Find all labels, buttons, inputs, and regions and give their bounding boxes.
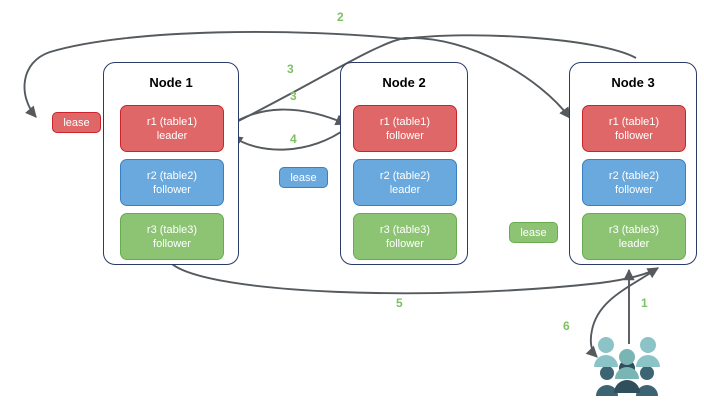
replica-role: leader xyxy=(156,129,188,142)
replica-name: r2 (table2) xyxy=(608,169,660,182)
lease-badge-green[interactable]: lease xyxy=(509,222,558,243)
replica-name: r1 (table1) xyxy=(379,115,431,128)
replica-role: follower xyxy=(386,237,424,250)
replica-name: r3 (table3) xyxy=(379,223,431,236)
replica-node3-r3[interactable]: r3 (table3) leader xyxy=(582,213,686,260)
replica-node3-r1[interactable]: r1 (table1) follower xyxy=(582,105,686,152)
replica-name: r3 (table3) xyxy=(608,223,660,236)
replica-name: r1 (table1) xyxy=(146,115,198,128)
node-title-node1: Node 1 xyxy=(149,75,193,90)
step-label-6: 6 xyxy=(563,319,570,333)
replica-role: follower xyxy=(153,237,191,250)
step-label-2: 2 xyxy=(337,10,344,24)
edge-2-right-arc xyxy=(403,34,637,59)
node-title-node3: Node 3 xyxy=(611,75,655,90)
replica-name: r3 (table3) xyxy=(146,223,198,236)
step-label-5: 5 xyxy=(396,296,403,310)
replica-node2-r2[interactable]: r2 (table2) leader xyxy=(353,159,457,206)
replica-name: r2 (table2) xyxy=(146,169,198,182)
replica-role: follower xyxy=(615,183,653,196)
node-box-node3[interactable]: Node 3 r1 (table1) follower r2 (table2) … xyxy=(569,62,697,265)
step-label-3b: 3 xyxy=(290,89,297,103)
replica-role: follower xyxy=(386,129,424,142)
lease-badge-blue[interactable]: lease xyxy=(279,167,328,188)
replica-node1-r1[interactable]: r1 (table1) leader xyxy=(120,105,224,152)
replica-name: r2 (table2) xyxy=(379,169,431,182)
step-label-4: 4 xyxy=(290,132,297,146)
lease-badge-red[interactable]: lease xyxy=(52,112,101,133)
step-label-3a: 3 xyxy=(287,62,294,76)
edge-3-node1-to-node2 xyxy=(223,108,348,130)
replica-name: r1 (table1) xyxy=(608,115,660,128)
node-box-node1[interactable]: Node 1 r1 (table1) leader r2 (table2) fo… xyxy=(103,62,239,265)
replica-role: follower xyxy=(615,129,653,142)
replica-node2-r3[interactable]: r3 (table3) follower xyxy=(353,213,457,260)
step-label-1: 1 xyxy=(641,296,648,310)
replica-role: leader xyxy=(389,183,421,196)
users-icon xyxy=(594,337,660,396)
replica-role: leader xyxy=(618,237,650,250)
replica-node2-r1[interactable]: r1 (table1) follower xyxy=(353,105,457,152)
replica-node1-r3[interactable]: r3 (table3) follower xyxy=(120,213,224,260)
replica-node3-r2[interactable]: r2 (table2) follower xyxy=(582,159,686,206)
node-title-node2: Node 2 xyxy=(382,75,426,90)
replica-node1-r2[interactable]: r2 (table2) follower xyxy=(120,159,224,206)
node-box-node2[interactable]: Node 2 r1 (table1) follower r2 (table2) … xyxy=(340,62,468,265)
edge-5-node1-to-node3 xyxy=(171,263,659,295)
replica-role: follower xyxy=(153,183,191,196)
